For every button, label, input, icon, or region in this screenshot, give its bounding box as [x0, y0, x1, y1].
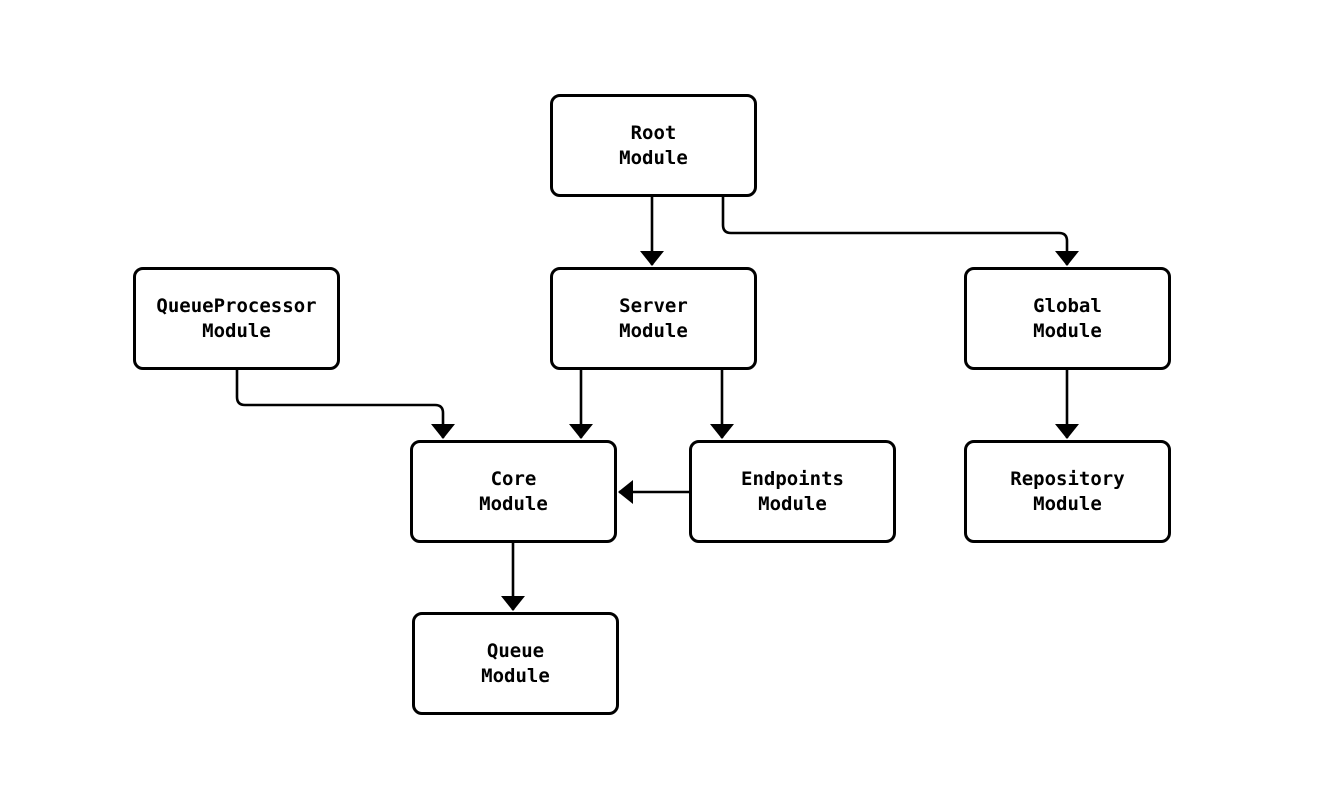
node-root-module-label: Root Module — [619, 121, 688, 169]
node-endpoints-module: Endpoints Module — [689, 440, 896, 543]
node-endpoints-module-label: Endpoints Module — [741, 467, 844, 515]
node-repository-module-label: Repository Module — [1010, 467, 1125, 515]
node-core-module-label: Core Module — [479, 467, 548, 515]
node-core-module: Core Module — [410, 440, 617, 543]
node-root-module: Root Module — [550, 94, 757, 197]
node-server-module-label: Server Module — [619, 294, 688, 342]
node-queue-module-label: Queue Module — [481, 639, 550, 687]
node-server-module: Server Module — [550, 267, 757, 370]
edge-queueprocessor-to-core — [235, 370, 455, 439]
node-global-module-label: Global Module — [1033, 294, 1102, 342]
node-repository-module: Repository Module — [964, 440, 1171, 543]
node-queue-module: Queue Module — [412, 612, 619, 715]
edge-root-to-global — [721, 197, 1079, 266]
node-queueprocessor-module: QueueProcessor Module — [133, 267, 340, 370]
node-global-module: Global Module — [964, 267, 1171, 370]
node-queueprocessor-module-label: QueueProcessor Module — [156, 294, 317, 342]
